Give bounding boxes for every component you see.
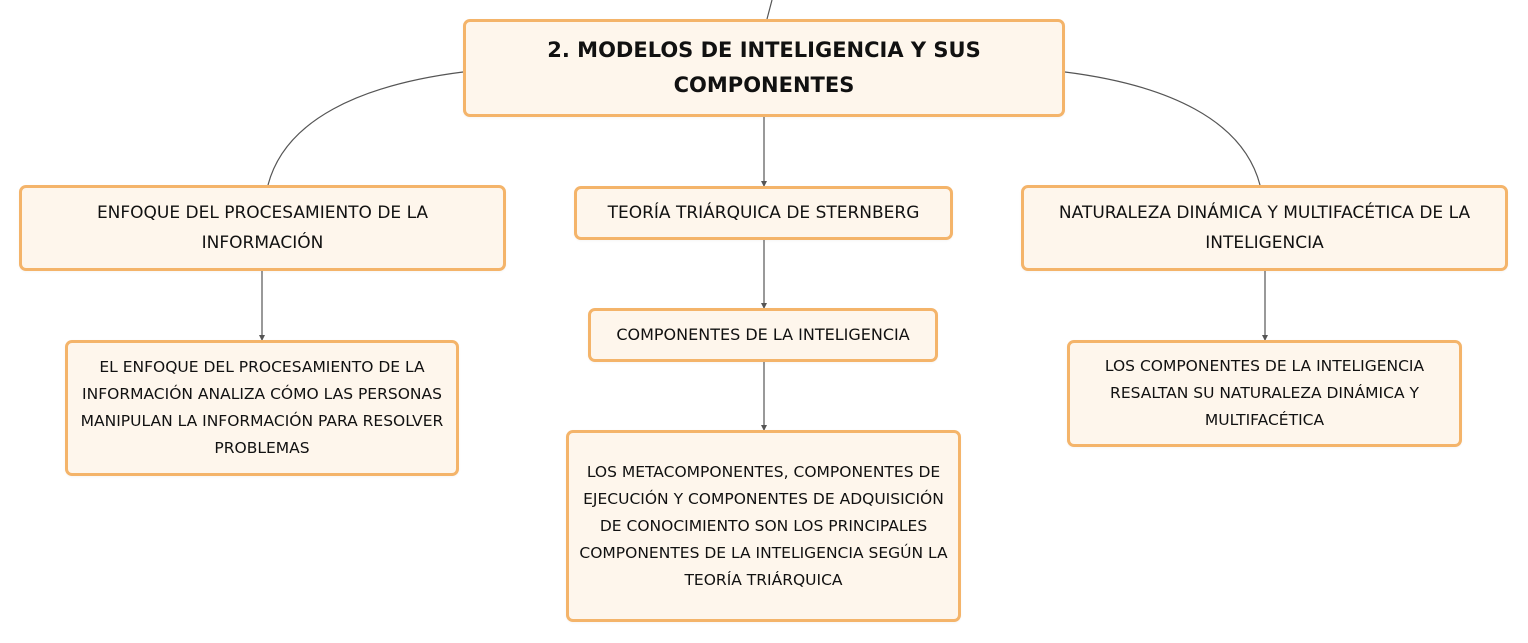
node-naturaleza-descripcion[interactable]: LOS COMPONENTES DE LA INTELIGENCIA RESAL… [1067,340,1462,447]
root-node-text: 2. MODELOS DE INTELIGENCIA Y SUS COMPONE… [547,38,981,97]
node-enfoque-descripcion-text: EL ENFOQUE DEL PROCESAMIENTO DE LA INFOR… [80,358,444,457]
node-teoria-triarquica[interactable]: TEORÍA TRIÁRQUICA DE STERNBERG [574,186,953,240]
node-teoria-triarquica-text: TEORÍA TRIÁRQUICA DE STERNBERG [607,203,920,223]
root-node[interactable]: 2. MODELOS DE INTELIGENCIA Y SUS COMPONE… [463,19,1065,117]
node-componentes-descripcion-text: LOS METACOMPONENTES, COMPONENTES DE EJEC… [579,462,948,589]
node-naturaleza-dinamica-text: NATURALEZA DINÁMICA Y MULTIFACÉTICA DE L… [1058,203,1471,253]
node-enfoque-procesamiento-text: ENFOQUE DEL PROCESAMIENTO DE LA INFORMAC… [96,203,429,253]
node-naturaleza-dinamica[interactable]: NATURALEZA DINÁMICA Y MULTIFACÉTICA DE L… [1021,185,1508,271]
connector-root-to-enfoque [267,71,464,186]
node-componentes-inteligencia[interactable]: COMPONENTES DE LA INTELIGENCIA [588,308,938,362]
node-enfoque-descripcion[interactable]: EL ENFOQUE DEL PROCESAMIENTO DE LA INFOR… [65,340,459,476]
connector-root-to-naturaleza [1064,71,1261,186]
node-enfoque-procesamiento[interactable]: ENFOQUE DEL PROCESAMIENTO DE LA INFORMAC… [19,185,506,271]
node-componentes-inteligencia-text: COMPONENTES DE LA INTELIGENCIA [616,325,910,344]
connector-parent-to-root [766,0,773,20]
node-componentes-descripcion[interactable]: LOS METACOMPONENTES, COMPONENTES DE EJEC… [566,430,961,622]
node-naturaleza-descripcion-text: LOS COMPONENTES DE LA INTELIGENCIA RESAL… [1104,357,1425,429]
